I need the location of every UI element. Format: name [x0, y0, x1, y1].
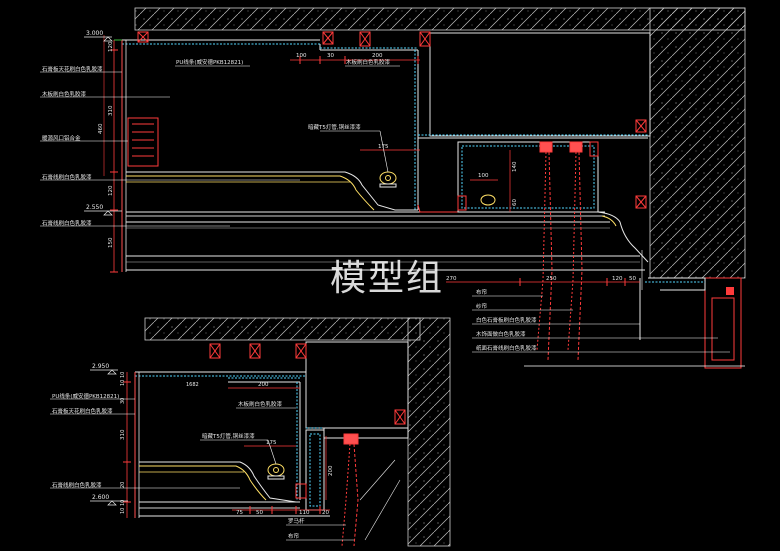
bottom-inner-label-light: 暗藏T5灯管,铜丝漆漆: [202, 432, 255, 440]
top-dim-inner-4: 60: [512, 199, 518, 206]
bottom-section: [50, 317, 451, 547]
bottom-dim-v-2: 30: [120, 398, 126, 404]
top-dim-bottom-2: 250: [546, 276, 557, 282]
bottom-left-label-2: 石膏板天花刷白色乳胶漆: [52, 407, 113, 415]
bottom-dim-inner-1: 175: [266, 440, 277, 446]
top-inner-label-board: 木板刷白色乳胶漆: [346, 58, 391, 66]
top-dim-v-5: 150: [108, 237, 114, 248]
bottom-inner-label-board: 木板刷白色乳胶漆: [238, 400, 283, 408]
bottom-label-rod: 罗马杆: [288, 517, 305, 525]
top-dim-bottom-3: 120: [612, 276, 623, 282]
bottom-dim-bottom-2: 50: [256, 510, 263, 516]
bottom-dim-v-1: 10 10: [120, 372, 126, 386]
bottom-dim-top-2: 1682: [186, 382, 199, 388]
elevation-bottom-1: 2.950: [92, 363, 109, 370]
legend-item-5: 纸面石膏线刷白色乳胶漆: [476, 344, 537, 352]
bottom-dim-v-3: 310: [120, 429, 126, 440]
bottom-label-curtain: 布帘: [288, 532, 300, 540]
top-dim-v-4: 120: [108, 185, 114, 196]
bottom-dim-inner-2: 200: [328, 465, 334, 476]
top-section: [40, 7, 746, 369]
top-dim-v-1: 120: [108, 41, 114, 52]
bottom-left-label-3: 石膏线刷白色乳胶漆: [52, 481, 102, 489]
elevation-bottom-2: 2.600: [92, 494, 109, 501]
legend-item-4: 木饰面做白色乳胶漆: [476, 330, 526, 338]
top-left-label-4: 石膏线刷白色乳胶漆: [42, 173, 92, 181]
top-dim-inner-2: 100: [478, 173, 489, 179]
top-inner-label-pu: PU线条(威安德PKB12821): [176, 58, 243, 66]
top-dim-inner-1: 175: [378, 144, 389, 150]
legend-item-1: 布帘: [476, 288, 488, 296]
legend-item-3: 白色石膏板刷白色乳胶漆: [476, 316, 537, 324]
top-dim-bottom-4: 50: [629, 276, 636, 282]
bottom-dim-bottom-4: 20: [322, 510, 329, 516]
watermark: 模型组: [330, 258, 444, 299]
top-inner-label-light: 暗藏T5灯管,铜丝漆漆: [308, 123, 361, 131]
bottom-dim-v-5: 10 10: [120, 500, 126, 514]
bottom-dim-top-1: 200: [258, 382, 269, 388]
top-dim-bottom-1: 270: [446, 276, 457, 282]
bottom-dim-bottom-1: 75: [236, 510, 243, 516]
top-left-label-2: 木板刷白色乳胶漆: [42, 90, 87, 98]
bottom-left-label-1: PU线条(威安德PKB12821): [52, 392, 119, 400]
elevation-top-2: 2.550: [86, 204, 103, 211]
top-dim-h-2: 30: [327, 53, 334, 59]
top-dim-h-3: 200: [372, 53, 383, 59]
legend-item-2: 纱帘: [476, 302, 488, 310]
top-left-label-3: 暖源风口铝合金: [42, 134, 81, 142]
bottom-dim-v-4: 20: [120, 482, 126, 488]
top-left-label-5: 石膏线刷白色乳胶漆: [42, 219, 92, 227]
top-left-label-1: 石膏板天花刷白色乳胶漆: [42, 65, 103, 73]
top-dim-inner-3: 140: [512, 161, 518, 172]
top-dim-h-1: 100: [296, 53, 307, 59]
bottom-dim-bottom-3: 110: [299, 510, 310, 516]
top-dim-v-2: 310: [108, 105, 114, 116]
elevation-top-1: 3.000: [86, 30, 103, 37]
top-dim-v-3: 460: [98, 123, 104, 134]
